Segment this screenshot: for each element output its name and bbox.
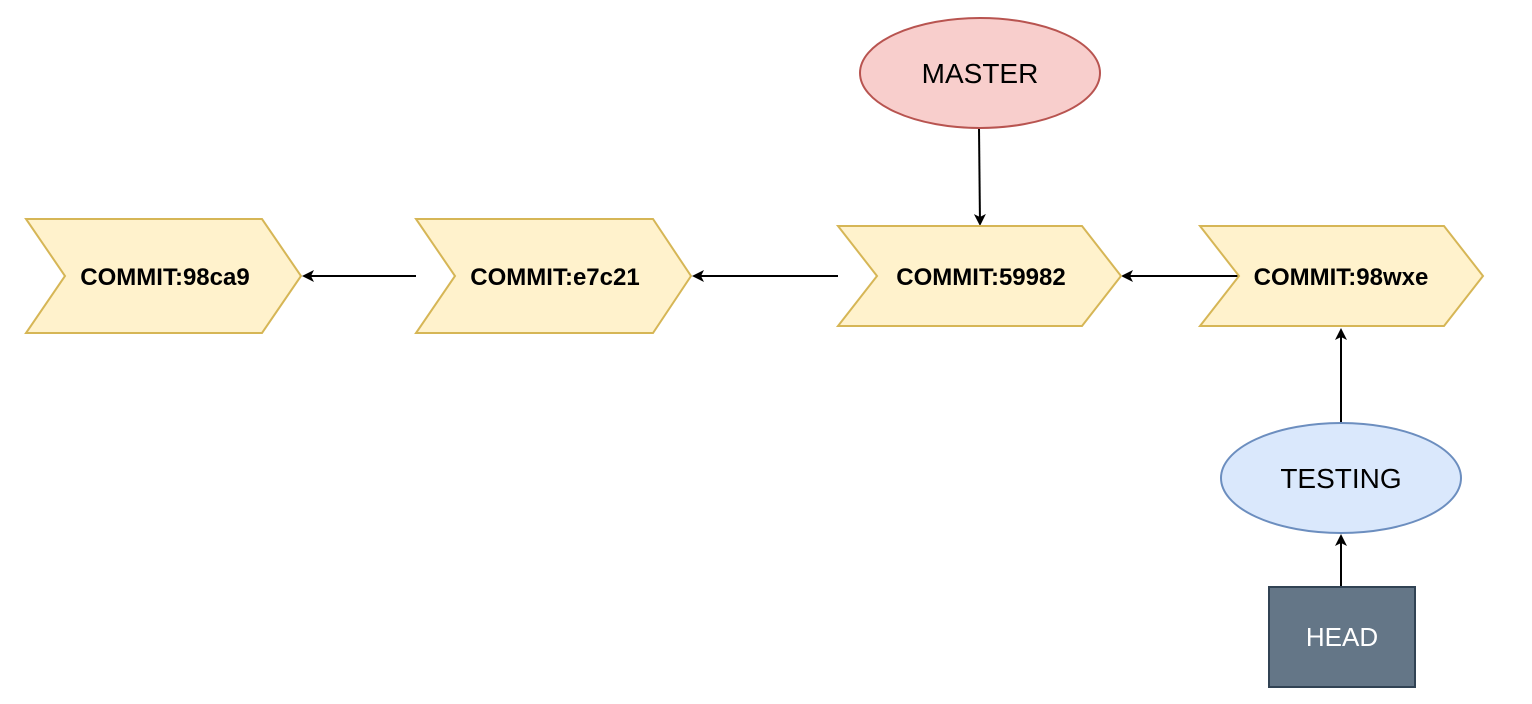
- commit-shape: [414, 218, 693, 334]
- commit-shape: [1197, 225, 1485, 327]
- branch-master-label: MASTER: [922, 58, 1039, 89]
- branch-master-ellipse: [859, 17, 1101, 129]
- branch-testing[interactable]: TESTING: [1220, 422, 1462, 534]
- head-box: [1268, 586, 1416, 688]
- head-pointer[interactable]: HEAD: [1268, 586, 1416, 688]
- commit-shape: [24, 218, 303, 334]
- commit-node[interactable]: COMMIT:e7c21: [414, 218, 693, 334]
- branch-testing-label: TESTING: [1280, 463, 1401, 494]
- commit-node[interactable]: COMMIT:98wxe: [1197, 225, 1485, 327]
- head-label: HEAD: [1306, 622, 1378, 652]
- edge-master-to-c3: [973, 127, 986, 226]
- commit-node[interactable]: COMMIT:59982: [835, 225, 1123, 327]
- branch-master[interactable]: MASTER: [859, 17, 1101, 129]
- commit-label: COMMIT:98ca9: [80, 264, 249, 291]
- commit-label: COMMIT:e7c21: [470, 264, 639, 291]
- branch-testing-ellipse: [1220, 422, 1462, 534]
- commit-node[interactable]: COMMIT:98ca9: [24, 218, 303, 334]
- commit-shape: [835, 225, 1123, 327]
- commit-label: COMMIT:98wxe: [1254, 264, 1429, 291]
- commit-label: COMMIT:59982: [896, 264, 1065, 291]
